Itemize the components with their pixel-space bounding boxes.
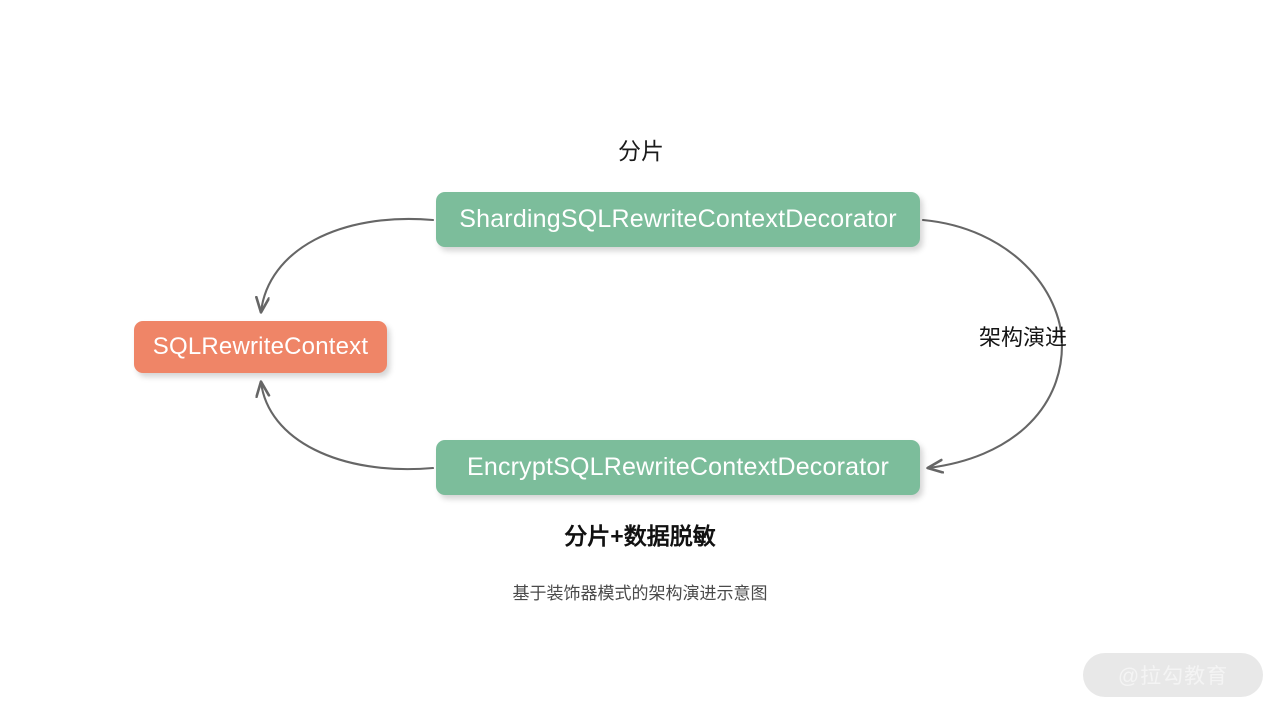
arrow-sharding-to-context <box>261 217 435 312</box>
node-encrypt-label: EncryptSQLRewriteContextDecorator <box>466 453 890 481</box>
node-sql-rewrite-context[interactable]: SQLRewriteContext <box>134 321 387 373</box>
diagram-caption: 基于装饰器模式的架构演进示意图 <box>512 584 768 603</box>
node-sharding-sql-rewrite-context-decorator[interactable]: ShardingSQLRewriteContextDecorator <box>436 192 920 247</box>
edge-label-architecture-evolution: 架构演进 <box>979 325 1068 350</box>
watermark-badge: @拉勾教育 <box>1083 653 1263 697</box>
edge-label-sharding: 分片 <box>618 138 664 164</box>
arrow-encrypt-to-context <box>261 382 435 471</box>
node-encrypt-sql-rewrite-context-decorator[interactable]: EncryptSQLRewriteContextDecorator <box>436 440 920 495</box>
watermark-text: @拉勾教育 <box>1117 665 1229 688</box>
node-sharding-label: ShardingSQLRewriteContextDecorator <box>459 205 897 233</box>
node-context-label: SQLRewriteContext <box>152 333 369 360</box>
edge-label-sharding-plus-masking: 分片+数据脱敏 <box>564 523 716 549</box>
